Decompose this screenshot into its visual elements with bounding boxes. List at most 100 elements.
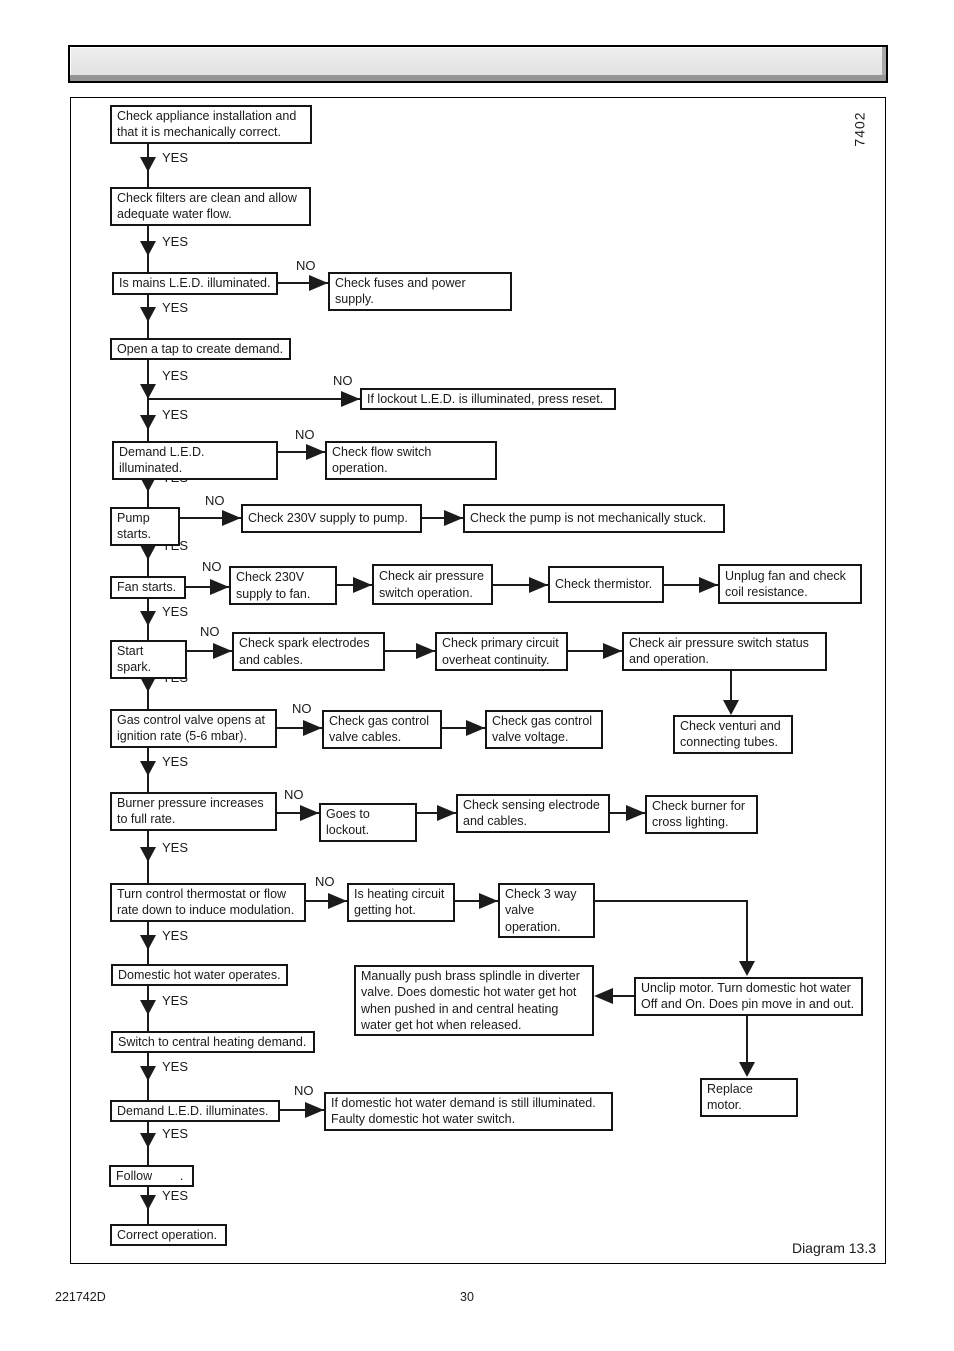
arrowhead-right	[444, 510, 463, 526]
node-replace-motor: Replace motor.	[700, 1078, 798, 1117]
arrowhead-right	[341, 391, 360, 407]
node-check-filters: Check filters are clean and allow adequa…	[110, 187, 311, 226]
node-unplug-fan-coil: Unplug fan and check coil resistance.	[718, 564, 862, 604]
arrowhead-down	[140, 384, 156, 399]
arrowhead-right	[699, 577, 718, 593]
node-air-pressure-switch-status: Check air pressure switch status and ope…	[622, 632, 827, 671]
yes-label: YES	[162, 840, 189, 855]
node-check-appliance: Check appliance installation and that it…	[110, 105, 312, 144]
figure-code-text: 7402	[852, 111, 868, 147]
arrowhead-right	[309, 275, 328, 291]
node-3way-valve: Check 3 way valve operation.	[498, 883, 595, 938]
yes-label: YES	[162, 754, 189, 769]
connector-line	[147, 360, 149, 441]
connector-line	[278, 282, 328, 284]
connector-line	[664, 584, 718, 586]
arrowhead-down	[140, 545, 156, 560]
node-correct-operation: Correct operation.	[110, 1224, 227, 1247]
no-label: NO	[202, 559, 222, 574]
node-venturi-tubes: Check venturi and connecting tubes.	[673, 715, 793, 754]
node-follow: Follow .	[109, 1165, 194, 1188]
node-demand-led-illuminates: Demand L.E.D. illuminates.	[110, 1100, 280, 1123]
diagram-label: Diagram 13.3	[791, 1240, 876, 1256]
arrowhead-down	[140, 415, 156, 430]
arrowhead-down	[140, 307, 156, 322]
connector-line	[613, 995, 634, 997]
connector-line	[186, 586, 229, 588]
connector-line	[493, 584, 548, 586]
connector-line	[595, 900, 748, 902]
node-check-fuses: Check fuses and power supply.	[328, 272, 512, 311]
arrowhead-down	[140, 847, 156, 862]
connector-line	[422, 517, 463, 519]
node-thermostat-modulation: Turn control thermostat or flow rate dow…	[110, 883, 306, 922]
no-label: NO	[284, 787, 304, 802]
node-dhw-operates: Domestic hot water operates.	[111, 964, 288, 987]
yes-label: YES	[162, 234, 189, 249]
no-label: NO	[333, 373, 353, 388]
arrowhead-left	[594, 988, 613, 1004]
arrowhead-down	[140, 677, 156, 692]
arrowhead-right	[222, 510, 241, 526]
node-pump-not-stuck: Check the pump is not mechanically stuck…	[463, 504, 725, 533]
arrowhead-down	[140, 1133, 156, 1148]
footer-page-number: 30	[460, 1290, 474, 1304]
arrowhead-down	[739, 961, 755, 976]
no-label: NO	[205, 493, 225, 508]
footer-doc-code: 221742D	[55, 1290, 106, 1304]
arrowhead-right	[529, 577, 548, 593]
arrowhead-right	[437, 805, 456, 821]
arrowhead-right	[466, 720, 485, 736]
no-label: NO	[295, 427, 315, 442]
yes-label: YES	[162, 928, 189, 943]
arrowhead-right	[300, 805, 319, 821]
arrowhead-right	[603, 643, 622, 659]
connector-line	[277, 812, 319, 814]
connector-line	[277, 727, 322, 729]
no-label: NO	[315, 874, 335, 889]
yes-label: YES	[162, 1126, 189, 1141]
yes-label: YES	[162, 1188, 189, 1203]
node-switch-ch-demand: Switch to central heating demand.	[111, 1031, 315, 1054]
node-unclip-motor: Unclip motor. Turn domestic hot water Of…	[634, 977, 863, 1016]
arrowhead-right	[416, 643, 435, 659]
arrowhead-down	[140, 761, 156, 776]
arrowhead-down	[140, 611, 156, 626]
node-dhw-still-illuminated: If domestic hot water demand is still il…	[324, 1092, 613, 1131]
connector-line	[149, 398, 360, 400]
yes-label: YES	[162, 993, 189, 1008]
yes-label: YES	[162, 300, 189, 315]
connector-line	[455, 900, 498, 902]
arrowhead-down	[723, 700, 739, 715]
node-burner-cross-lighting: Check burner for cross lighting.	[645, 795, 758, 834]
node-heating-circuit-hot: Is heating circuit getting hot.	[347, 883, 455, 922]
connector-line	[417, 812, 456, 814]
connector-line	[568, 650, 622, 652]
connector-line	[187, 650, 232, 652]
arrowhead-down	[739, 1062, 755, 1077]
node-burner-pressure-full: Burner pressure increases to full rate.	[110, 792, 277, 831]
arrowhead-down	[140, 1000, 156, 1015]
yes-label: YES	[162, 604, 189, 619]
yes-label: YES	[162, 150, 189, 165]
yes-label: YES	[162, 1059, 189, 1074]
node-primary-circuit-overheat: Check primary circuit overheat continuit…	[435, 632, 568, 671]
node-start-spark: Start spark.	[110, 640, 187, 679]
connector-line	[180, 517, 241, 519]
connector-line	[280, 1109, 324, 1111]
arrowhead-right	[213, 643, 232, 659]
arrowhead-down	[140, 935, 156, 950]
connector-line	[441, 727, 485, 729]
arrowhead-down	[140, 241, 156, 256]
node-check-thermistor: Check thermistor.	[548, 566, 664, 603]
connector-line	[306, 900, 347, 902]
node-pump-starts: Pump starts.	[110, 507, 180, 546]
node-goes-to-lockout: Goes to lockout.	[319, 803, 417, 842]
node-check-230v-pump: Check 230V supply to pump.	[241, 504, 422, 533]
node-lockout-led-reset: If lockout L.E.D. is illuminated, press …	[360, 388, 616, 411]
node-gas-valve-voltage: Check gas control valve voltage.	[485, 710, 603, 749]
arrowhead-right	[303, 720, 322, 736]
arrowhead-right	[305, 1102, 324, 1118]
figure-code: 7402	[838, 103, 882, 155]
yes-label: YES	[162, 407, 189, 422]
